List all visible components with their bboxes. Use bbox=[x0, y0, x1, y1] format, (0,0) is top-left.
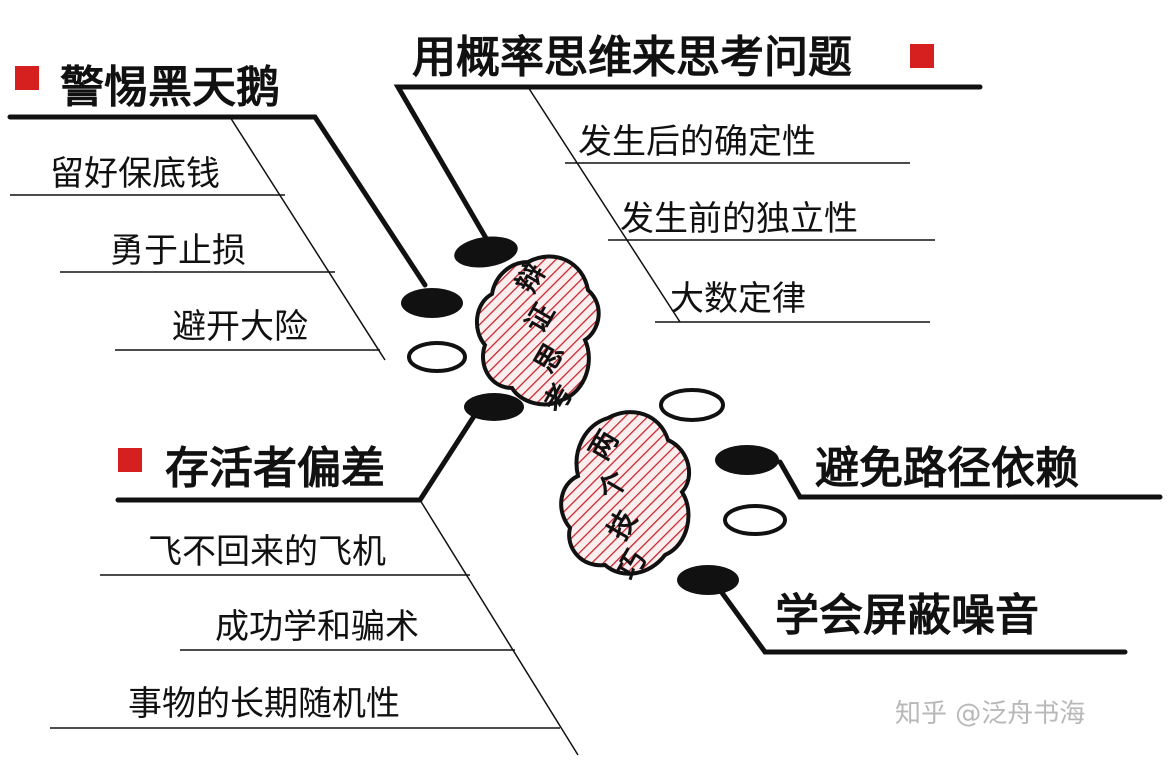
toe-pad bbox=[659, 388, 725, 422]
toe-pad bbox=[677, 565, 739, 595]
sub-item-black-swan-1: 留好保底钱 bbox=[50, 154, 220, 194]
branch-probability: 用概率思维来思考问题 发生后的确定性 发生前的独立性 大数定律 bbox=[393, 32, 983, 323]
branch-title-probability: 用概率思维来思考问题 bbox=[412, 32, 852, 83]
branch-line-path bbox=[777, 459, 1163, 500]
paw-print-tips: 两 个 技 巧 bbox=[559, 388, 787, 595]
diagonal-line-probability bbox=[527, 86, 681, 323]
branch-title-noise: 学会屏蔽噪音 bbox=[775, 590, 1039, 641]
sub-item-probability-2: 发生前的独立性 bbox=[620, 199, 858, 239]
sub-item-black-swan-3: 避开大险 bbox=[172, 307, 308, 347]
bullet-marker-black-swan bbox=[15, 66, 39, 90]
toe-pad bbox=[723, 504, 787, 536]
toe-pad bbox=[715, 445, 779, 475]
diagonal-line-black-swan bbox=[229, 116, 386, 361]
bullet-marker-probability bbox=[910, 44, 934, 68]
branch-noise: 学会屏蔽噪音 bbox=[717, 587, 1128, 655]
branch-path-dependence: 避免路径依赖 bbox=[777, 443, 1163, 500]
main-pad-dialectic bbox=[474, 254, 601, 407]
branch-line-probability bbox=[393, 84, 983, 248]
branch-survivor: 存活者偏差 飞不回来的飞机 成功学和骗术 事物的长期随机性 bbox=[50, 407, 579, 756]
branch-black-swan: 警惕黑天鹅 留好保底钱 勇于止损 避开大险 bbox=[7, 62, 428, 361]
toe-pad bbox=[464, 393, 524, 421]
sub-item-survivor-1: 飞不回来的飞机 bbox=[148, 532, 386, 572]
main-pad-tips bbox=[559, 410, 692, 576]
toe-pad bbox=[454, 236, 518, 268]
paw-print-dialectic: 辩 证 思 考 bbox=[401, 236, 601, 421]
branch-line-noise bbox=[717, 587, 1128, 655]
toe-pad bbox=[407, 341, 467, 373]
toe-pad bbox=[401, 288, 463, 318]
sub-item-survivor-2: 成功学和骗术 bbox=[215, 607, 419, 647]
bullet-marker-survivor bbox=[118, 448, 142, 472]
sub-item-probability-1: 发生后的确定性 bbox=[578, 122, 816, 162]
watermark: 知乎 @泛舟书海 bbox=[895, 699, 1085, 729]
sub-item-probability-3: 大数定律 bbox=[670, 279, 806, 319]
sub-item-black-swan-2: 勇于止损 bbox=[110, 231, 246, 271]
diagonal-line-survivor bbox=[419, 499, 579, 756]
branch-title-path: 避免路径依赖 bbox=[815, 443, 1079, 494]
sub-item-survivor-3: 事物的长期随机性 bbox=[128, 684, 400, 724]
branch-title-survivor: 存活者偏差 bbox=[165, 443, 385, 494]
branch-title-black-swan: 警惕黑天鹅 bbox=[60, 62, 280, 113]
branch-line-black-swan bbox=[7, 114, 428, 288]
